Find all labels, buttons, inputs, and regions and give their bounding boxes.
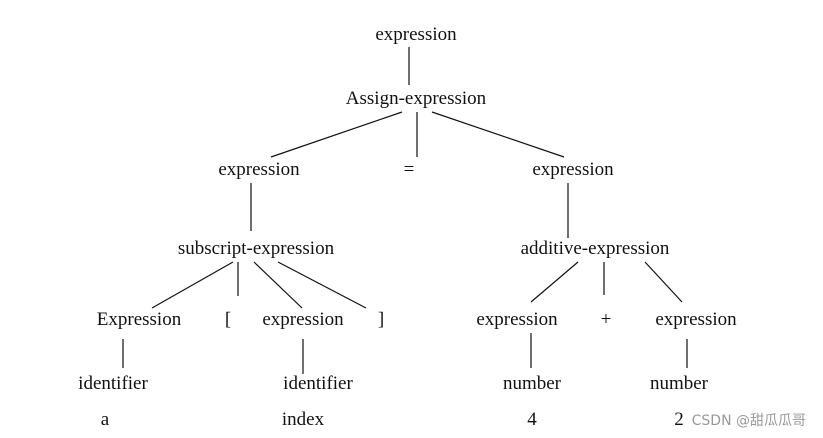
tree-node-number-4: number [503,373,562,394]
tree-node-ident-index: identifier [283,373,353,394]
tree-edge [270,111,403,158]
watermark-text: CSDN @甜瓜瓜哥 [692,413,806,429]
tree-node-expr-2: expression [655,309,737,330]
tree-node-subscript: subscript-expression [178,238,335,259]
tree-node-leaf-2: 2 [674,409,684,430]
tree-node-ident-a: identifier [78,373,148,394]
tree-node-rbracket: ] [378,309,384,330]
tree-node-expr-left: expression [218,159,300,180]
tree-node-additive: additive-expression [521,238,670,259]
tree-node-number-2: number [650,373,709,394]
tree-labels: expressionAssign-expressionexpression=ex… [78,24,737,430]
tree-edge [431,111,565,158]
tree-node-assign: Assign-expression [346,88,487,109]
tree-node-plus: + [601,309,612,330]
tree-edge [530,261,579,303]
tree-node-expr-index: expression [262,309,344,330]
tree-node-leaf-a: a [101,409,110,430]
tree-node-lbracket: [ [225,309,231,330]
tree-edge [277,261,367,309]
tree-node-leaf-4: 4 [527,409,537,430]
tree-node-eq: = [404,159,415,180]
tree-node-expr-root: expression [375,24,457,45]
tree-node-Expression: Expression [97,309,182,330]
tree-edge [151,261,234,309]
tree-edge [644,261,683,303]
tree-edge [253,261,303,309]
tree-edges [122,47,688,374]
tree-node-expr-4: expression [476,309,558,330]
tree-node-leaf-index: index [282,409,325,430]
tree-node-expr-right: expression [532,159,614,180]
